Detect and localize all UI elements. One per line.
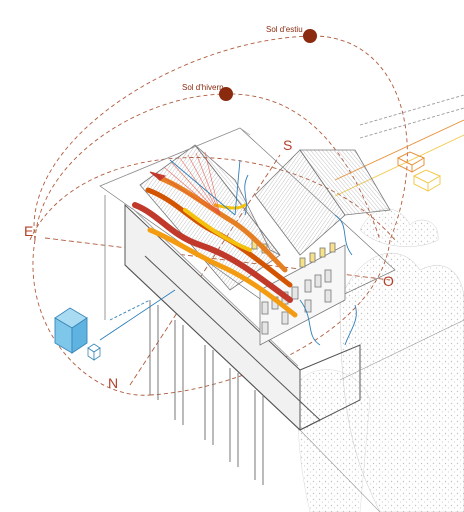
summer-sun-icon — [303, 29, 317, 43]
facade — [251, 239, 346, 346]
small-box-icon — [87, 343, 101, 361]
winter-sun-label: Sol d'hivern — [182, 83, 224, 92]
compass-east-label: E — [24, 223, 33, 239]
compass-south-label: S — [283, 137, 292, 153]
solar-ray-fan — [159, 151, 221, 216]
equipment-box-yellow — [412, 169, 442, 192]
heat-flow-arrows — [132, 171, 298, 318]
water-lines — [99, 159, 357, 346]
equipment-box-orange — [396, 151, 426, 173]
winter-sun-icon — [219, 87, 233, 101]
water-tank-icon — [54, 307, 88, 354]
compass-west-label: O — [383, 273, 394, 289]
roof-right — [254, 149, 391, 256]
compass-north-label: N — [108, 375, 118, 391]
support-pillars — [104, 195, 264, 485]
summer-sun-label: Sol d'estiu — [266, 25, 303, 34]
trees — [297, 208, 464, 512]
outline-frame — [99, 127, 464, 512]
